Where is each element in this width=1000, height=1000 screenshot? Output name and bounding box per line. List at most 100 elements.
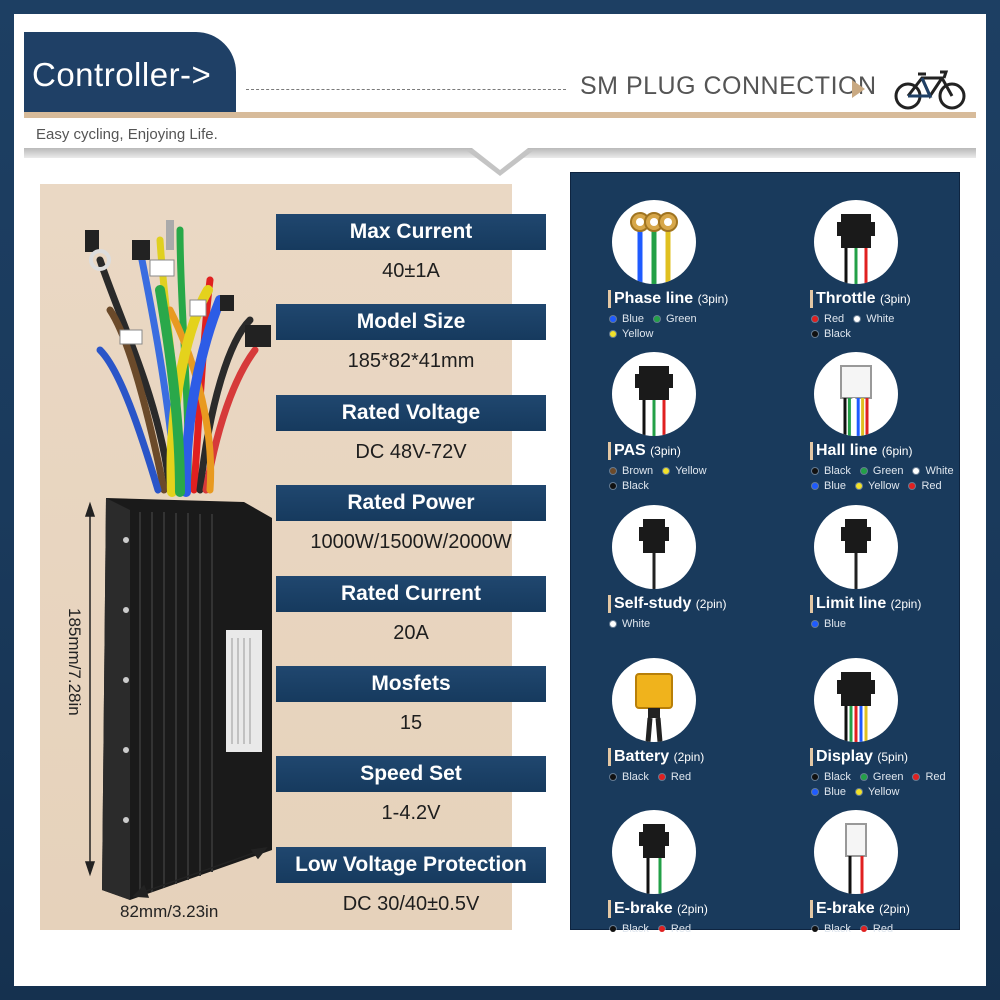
connector-label: PAS xyxy=(614,442,651,459)
wire-color-item: Red xyxy=(658,771,691,783)
connector-label: Limit line xyxy=(816,595,891,612)
connector-name: Hall line (6pin) xyxy=(810,442,912,460)
wire-dot-icon xyxy=(812,774,818,781)
connector-2pin-white-icon xyxy=(814,810,898,894)
wire-dot-icon xyxy=(812,621,818,628)
wire-color-label: Red xyxy=(925,771,946,783)
connector-5pin-icon xyxy=(814,658,898,742)
spec-value: DC 30/40±0.5V xyxy=(342,893,480,915)
connector-pins: (2pin) xyxy=(879,902,910,916)
wire-color-item: Green xyxy=(654,313,697,325)
connector-name: PAS (3pin) xyxy=(608,442,681,460)
spec-rated-current: Rated Current 20A xyxy=(276,576,546,652)
wire-color-item: Yellow xyxy=(663,465,707,477)
wire-color-label: Black xyxy=(824,923,851,935)
wire-color-label: Black xyxy=(824,771,851,783)
wire-dot-icon xyxy=(812,926,818,933)
connector-wires: Blue xyxy=(812,617,856,632)
controller-image xyxy=(84,220,272,900)
spec-label: Rated Current xyxy=(276,576,546,612)
connector-label: Self-study xyxy=(614,595,696,612)
section-title: SM PLUG CONNECTION xyxy=(580,72,877,100)
bicycle-icon xyxy=(894,70,966,110)
wire-color-label: Red xyxy=(921,480,942,492)
wire-color-item: Red xyxy=(812,313,844,325)
wire-color-item: Blue xyxy=(812,618,846,630)
wire-color-item: Green xyxy=(860,771,904,783)
spec-label: Max Current xyxy=(276,214,546,250)
connector-6pin-icon xyxy=(814,352,898,436)
connector-name: Battery (2pin) xyxy=(608,748,704,766)
connector-label: E-brake xyxy=(614,900,678,917)
wire-color-item: Red xyxy=(658,923,692,935)
wire-color-item: Red xyxy=(860,923,894,935)
connector-pins: (6pin) xyxy=(881,444,913,458)
wire-color-label: Red xyxy=(824,313,845,325)
spec-rated-power: Rated Power 1000W/1500W/2000W xyxy=(276,485,546,561)
wire-color-item: White xyxy=(913,465,954,477)
connector-2pin-icon xyxy=(612,810,696,894)
spec-label: Speed Set xyxy=(276,756,546,792)
wire-dot-icon xyxy=(812,316,818,323)
connector-label: Phase line xyxy=(614,290,698,307)
wire-color-item: Black xyxy=(610,923,649,935)
wire-dot-icon xyxy=(860,774,867,781)
connector-pins: (2pin) xyxy=(695,597,727,611)
wire-dot-icon xyxy=(909,483,916,490)
wire-color-label: White xyxy=(866,313,895,325)
spec-value: 1-4.2V xyxy=(381,802,441,824)
wire-color-label: Yellow xyxy=(868,786,900,798)
page-title: Controller-> xyxy=(32,56,212,93)
wire-color-item: Black xyxy=(812,328,851,340)
wire-color-label: Blue xyxy=(824,480,847,492)
connector-name: Self-study (2pin) xyxy=(608,595,726,613)
connector-pins: (2pin) xyxy=(673,750,705,764)
wire-color-item: Blue xyxy=(812,786,846,798)
slogan: Easy cycling, Enjoying Life. xyxy=(36,126,218,143)
spec-value: 15 xyxy=(399,712,423,734)
connector-wires: Black Red xyxy=(812,922,903,937)
wire-color-label: Black xyxy=(824,465,851,477)
page-canvas: Controller-> SM PLUG CONNECTION Easy cyc… xyxy=(14,14,986,986)
wire-color-item: Red xyxy=(913,771,946,783)
wire-color-label: Black xyxy=(622,923,649,935)
header-tab xyxy=(24,32,236,112)
connector-1pin-icon xyxy=(814,505,898,589)
wire-color-label: Green xyxy=(666,313,697,325)
wire-dot-icon xyxy=(856,789,863,796)
wire-color-label: White xyxy=(925,465,954,477)
wire-color-item: Black xyxy=(812,923,851,935)
connector-pins: (3pin) xyxy=(880,292,911,306)
connector-1pin-icon xyxy=(612,505,696,589)
wire-dot-icon xyxy=(913,774,920,781)
wire-dot-icon xyxy=(860,468,867,475)
wire-dot-icon xyxy=(610,316,616,323)
spec-low-voltage-protection: Low Voltage Protection DC 30/40±0.5V xyxy=(276,847,546,923)
spec-mosfets: Mosfets 15 xyxy=(276,666,546,742)
wire-dot-icon xyxy=(654,316,661,323)
connector-name: Phase line (3pin) xyxy=(608,290,728,308)
wire-color-item: White xyxy=(854,313,894,325)
spec-label: Mosfets xyxy=(276,666,546,702)
connector-wires: White xyxy=(610,617,660,632)
wire-color-label: Green xyxy=(872,771,904,783)
connector-label: Display xyxy=(816,748,878,765)
wire-dot-icon xyxy=(812,331,818,338)
wire-color-label: Red xyxy=(872,923,894,935)
connector-name: E-brake (2pin) xyxy=(608,900,708,918)
connector-pins: (3pin) xyxy=(697,292,729,306)
wire-color-item: Green xyxy=(860,465,903,477)
wire-color-label: Blue xyxy=(824,618,847,630)
wire-color-item: Yellow xyxy=(856,480,899,492)
wire-color-label: Red xyxy=(670,923,692,935)
height-dimension: 185mm/7.28in xyxy=(65,608,84,716)
connector-pins: (3pin) xyxy=(650,444,681,458)
wire-color-label: Blue xyxy=(824,786,847,798)
wire-dot-icon xyxy=(610,468,616,475)
wire-color-label: Yellow xyxy=(868,480,900,492)
